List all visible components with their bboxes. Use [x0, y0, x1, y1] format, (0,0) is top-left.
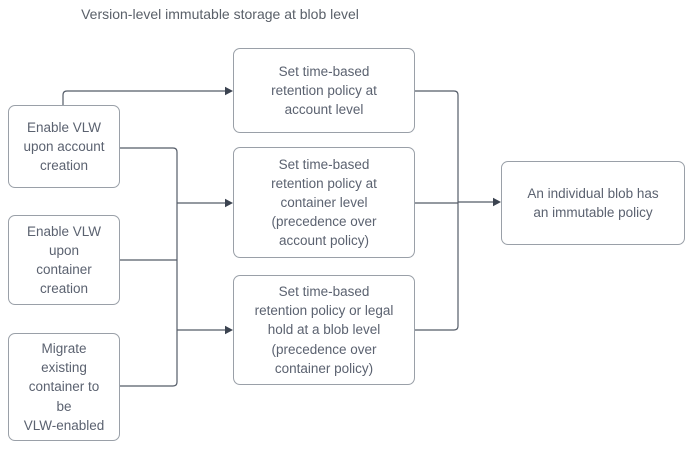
- node-enable-vlw-account-creation: Enable VLW upon account creation: [8, 105, 120, 188]
- node-label: An individual blob has an immutable poli…: [527, 185, 659, 220]
- arrowhead-container-policy: [225, 198, 233, 208]
- node-label: Migrate existing container to be VLW-ena…: [23, 341, 105, 433]
- arrowhead-blob-policy: [225, 325, 233, 335]
- node-migrate-existing-container: Migrate existing container to be VLW-ena…: [8, 333, 120, 441]
- arrowhead-result: [493, 197, 501, 207]
- connector-account-creation-to-account-policy: [62, 90, 225, 105]
- node-label: Set time-based retention policy or legal…: [254, 284, 394, 376]
- node-retention-policy-blob-level: Set time-based retention policy or legal…: [233, 275, 415, 385]
- node-label: Set time-based retention policy at conta…: [271, 156, 377, 249]
- connector-right-collector: [415, 90, 459, 331]
- node-retention-policy-container-level: Set time-based retention policy at conta…: [233, 147, 415, 258]
- node-individual-blob-immutable-policy: An individual blob has an immutable poli…: [501, 161, 685, 245]
- node-retention-policy-account-level: Set time-based retention policy at accou…: [233, 48, 415, 133]
- node-label: Enable VLW upon account creation: [23, 119, 105, 174]
- connector-left-collector: [120, 147, 178, 387]
- node-label: Set time-based retention policy at accou…: [271, 63, 377, 118]
- diagram-title: Version-level immutable storage at blob …: [81, 6, 359, 22]
- node-enable-vlw-container-creation: Enable VLW upon container creation: [8, 215, 120, 305]
- arrowhead-account-policy: [225, 86, 233, 96]
- node-label: Enable VLW upon container creation: [26, 223, 102, 297]
